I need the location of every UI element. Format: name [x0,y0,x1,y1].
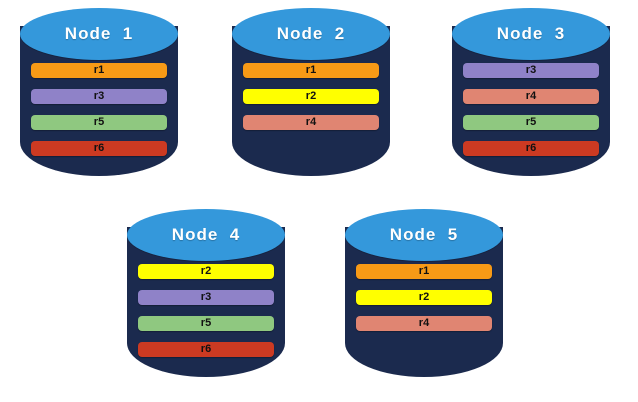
node-cylinder-5[interactable]: Node 5 r1 r2 r4 [345,209,503,387]
replica-list: r3 r4 r5 r6 [463,63,599,167]
cylinder-top [127,209,285,261]
cylinder-top [345,209,503,261]
node-label: Node 5 [389,225,459,244]
node-cylinder-4[interactable]: Node 4 r2 r3 r5 r6 [127,209,285,387]
replica-bar[interactable]: r1 [243,63,379,78]
cylinder-top [20,8,178,60]
replica-list: r1 r3 r5 r6 [31,63,167,167]
replica-bar[interactable]: r4 [463,89,599,104]
replica-list: r1 r2 r4 [243,63,379,141]
replica-bar[interactable]: r3 [138,290,274,305]
replica-bar[interactable]: r6 [138,342,274,357]
replica-list: r1 r2 r4 [356,264,492,342]
node-cylinder-3[interactable]: Node 3 r3 r4 r5 r6 [452,8,610,186]
replica-bar[interactable]: r4 [356,316,492,331]
replica-bar[interactable]: r6 [31,141,167,156]
node-label: Node 3 [496,24,566,43]
node-label: Node 4 [171,225,241,244]
cylinder-top [232,8,390,60]
replica-bar[interactable]: r2 [243,89,379,104]
node-cylinder-2[interactable]: Node 2 r1 r2 r4 [232,8,390,186]
replica-bar[interactable]: r2 [138,264,274,279]
replica-bar[interactable]: r1 [356,264,492,279]
cylinder-top [452,8,610,60]
replica-bar[interactable]: r6 [463,141,599,156]
node-label: Node 1 [64,24,134,43]
node-label: Node 2 [276,24,346,43]
replica-list: r2 r3 r5 r6 [138,264,274,368]
replica-bar[interactable]: r5 [31,115,167,130]
replica-bar[interactable]: r3 [463,63,599,78]
replica-bar[interactable]: r3 [31,89,167,104]
replica-bar[interactable]: r2 [356,290,492,305]
node-cylinder-1[interactable]: Node 1 r1 r3 r5 r6 [20,8,178,186]
replica-bar[interactable]: r4 [243,115,379,130]
replica-bar[interactable]: r5 [138,316,274,331]
replica-bar[interactable]: r1 [31,63,167,78]
replica-bar[interactable]: r5 [463,115,599,130]
